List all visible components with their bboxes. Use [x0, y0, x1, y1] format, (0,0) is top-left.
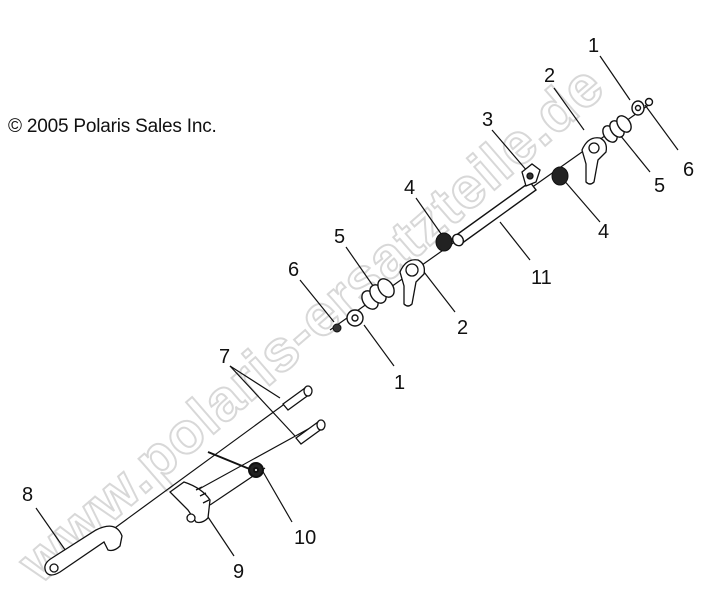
shift-drum-segment-9: [168, 481, 211, 524]
callout-8: 8: [22, 484, 34, 506]
spring-4-lower: [435, 232, 453, 252]
washer-1-upper: [631, 100, 645, 116]
spring-5-upper: [602, 115, 632, 143]
shift-fork-2-lower: [399, 259, 426, 307]
callout-5-upper: 5: [654, 175, 666, 197]
callout-6-upper: 6: [683, 159, 695, 181]
shift-fork-2-upper: [581, 137, 608, 185]
shift-shaft-11: [451, 181, 537, 247]
callout-1-upper: 1: [588, 35, 600, 57]
callout-9: 9: [233, 561, 245, 583]
pin-7-lower: [295, 419, 326, 445]
callout-1-lower: 1: [394, 372, 406, 394]
shift-lever-8: [44, 525, 123, 576]
ball-6-upper: [644, 97, 654, 107]
leader-lines: [35, 55, 679, 557]
callout-11: 11: [531, 267, 552, 289]
torsion-spring-10: [207, 451, 264, 478]
callout-4-lower: 4: [404, 177, 416, 199]
callout-5-lower: 5: [334, 226, 346, 248]
pin-7-upper: [282, 385, 313, 411]
spring-4-upper: [551, 166, 569, 186]
washer-1-lower: [346, 309, 364, 327]
ball-6-lower: [332, 323, 342, 333]
copyright-notice: © 2005 Polaris Sales Inc.: [8, 116, 217, 137]
callout-2-upper: 2: [544, 65, 556, 87]
callout-4-upper: 4: [598, 221, 610, 243]
callout-10: 10: [294, 527, 317, 549]
callout-6-lower: 6: [288, 259, 300, 281]
callout-7: 7: [219, 346, 231, 368]
spring-5-lower: [361, 278, 395, 310]
shift-fork-3: [521, 163, 541, 187]
callout-3: 3: [482, 109, 494, 131]
callout-2-lower: 2: [457, 317, 469, 339]
